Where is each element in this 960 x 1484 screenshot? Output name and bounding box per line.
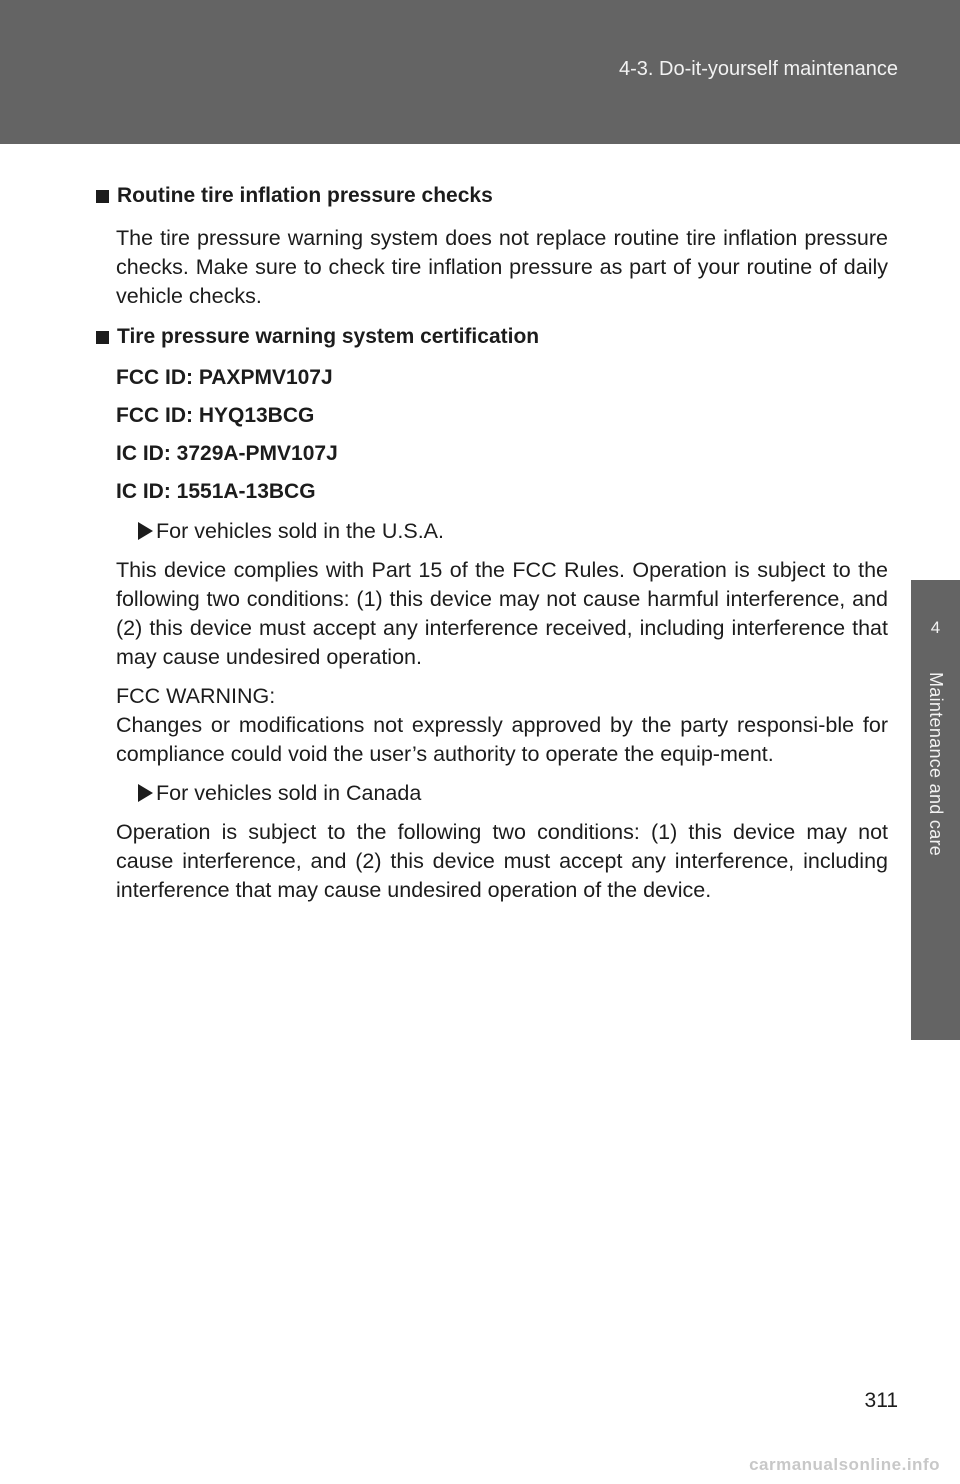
triangle-bullet-icon [138, 784, 153, 802]
triangle-bullet-icon [138, 522, 153, 540]
routine-checks-paragraph: The tire pressure warning system does no… [116, 226, 888, 308]
canada-bullet: For vehicles sold in Canada [138, 779, 888, 808]
certification-id: IC ID: 3729A-PMV107J [116, 442, 338, 465]
section-heading-routine-checks: Routine tire inflation pressure checks [96, 180, 888, 212]
chapter-number: 4 [930, 618, 941, 637]
heading-text: Routine tire inflation pressure checks [117, 184, 493, 207]
bullet-text: For vehicles sold in Canada [156, 781, 422, 805]
certification-id: FCC ID: HYQ13BCG [116, 404, 315, 427]
chapter-label: Maintenance and care [926, 672, 946, 857]
fcc-warning-title: FCC WARNING: [116, 684, 276, 708]
usa-bullet: For vehicles sold in the U.S.A. [138, 517, 888, 546]
canada-paragraph: Operation is subject to the following tw… [116, 820, 888, 902]
square-bullet-icon [96, 331, 109, 344]
page-number: 311 [864, 1389, 898, 1412]
page-content: Routine tire inflation pressure checks T… [96, 180, 888, 915]
fcc-warning-text: Changes or modifications not expressly a… [116, 713, 888, 766]
bullet-text: For vehicles sold in the U.S.A. [156, 519, 444, 543]
square-bullet-icon [96, 190, 109, 203]
certification-id: FCC ID: PAXPMV107J [116, 366, 333, 389]
section-heading-certification: Tire pressure warning system certificati… [96, 321, 888, 353]
certification-id: IC ID: 1551A-13BCG [116, 480, 316, 503]
heading-text: Tire pressure warning system certificati… [117, 325, 540, 348]
watermark: carmanualsonline.info [749, 1455, 940, 1474]
chapter-side-tab: 4 Maintenance and care [911, 580, 960, 1040]
header-band: 4-3. Do-it-yourself maintenance [0, 0, 960, 144]
usa-paragraph: This device complies with Part 15 of the… [116, 558, 888, 669]
section-title: 4-3. Do-it-yourself maintenance [618, 58, 898, 80]
